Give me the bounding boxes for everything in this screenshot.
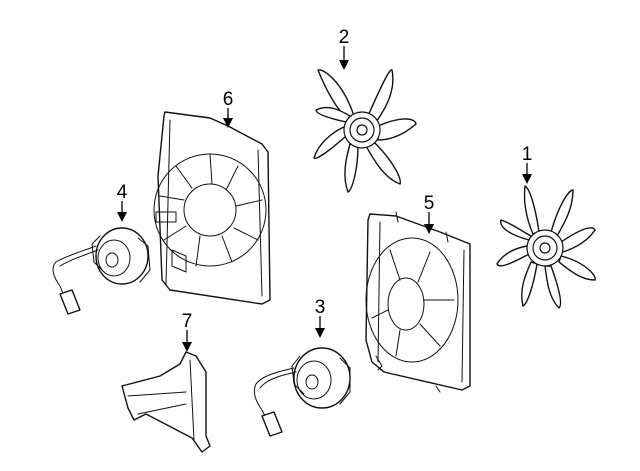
callout-number-7: 7 xyxy=(182,311,193,332)
callout-number-4: 4 xyxy=(117,182,128,203)
shroud-left-part xyxy=(153,111,271,305)
fan-motor-bottom-part xyxy=(253,347,351,437)
fan-blade-right-part xyxy=(496,185,596,309)
callout-number-2: 2 xyxy=(339,27,350,48)
fan-motor-left-part xyxy=(52,227,151,315)
callout-leaders xyxy=(117,46,532,352)
callout-number-1: 1 xyxy=(522,144,533,165)
callout-number-5: 5 xyxy=(424,193,435,214)
shroud-right-part xyxy=(365,211,471,393)
fan-blade-top-part xyxy=(313,69,417,193)
air-guide-part xyxy=(121,351,211,453)
callout-number-3: 3 xyxy=(315,297,326,318)
callout-number-6: 6 xyxy=(223,89,234,110)
